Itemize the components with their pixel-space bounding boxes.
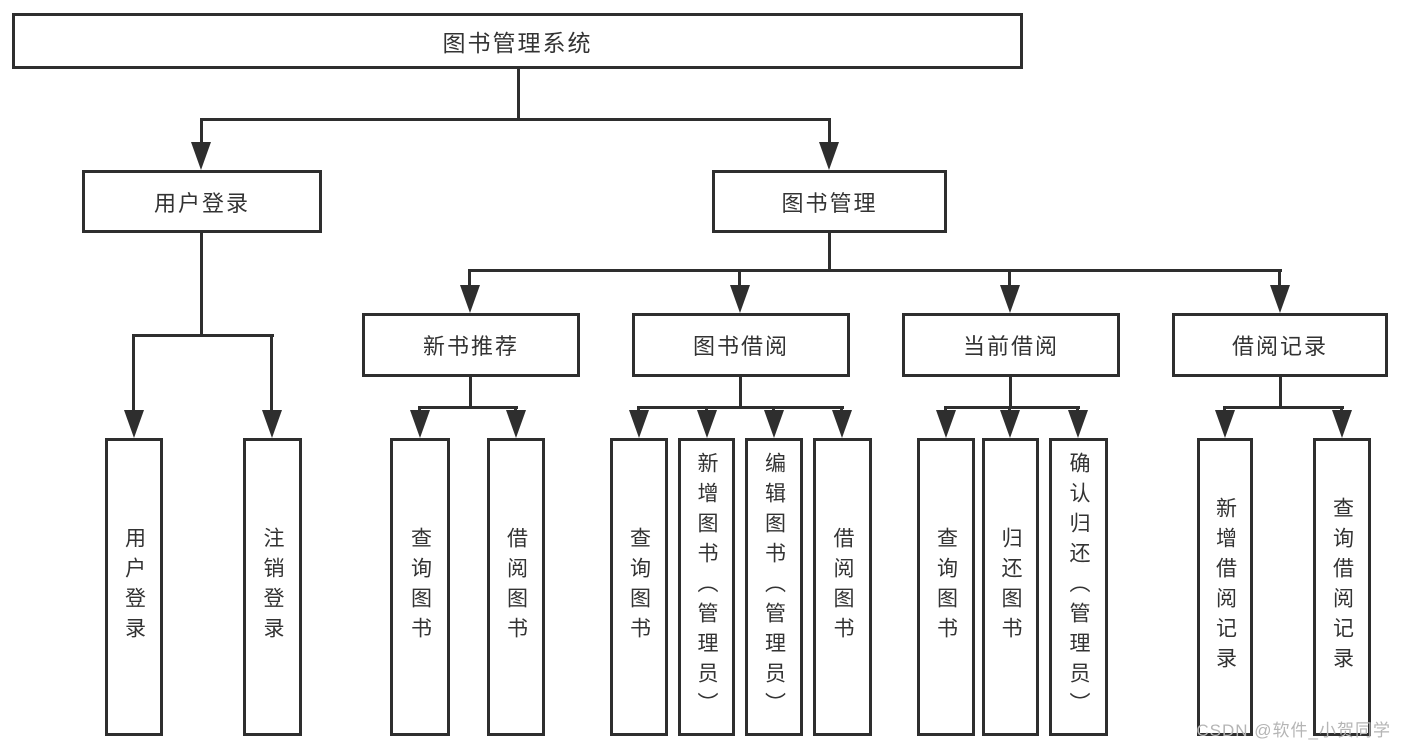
node-current-borrow-label: 当前借阅: [962, 334, 1059, 359]
connector-borrow-crossbar: [637, 406, 844, 409]
connector-newbook-stem: [469, 377, 472, 408]
arrowhead-to-new-book: [460, 285, 480, 313]
node-current-borrow: 当前借阅: [902, 313, 1120, 377]
leaf-user-login: 用户登录: [105, 438, 163, 736]
connector-root-drop-right: [828, 118, 831, 148]
node-borrow-records: 借阅记录: [1172, 313, 1388, 377]
connector-current-stem: [1009, 377, 1012, 408]
leaf-records-add-record-label: 新增借阅记录: [1213, 497, 1237, 677]
connector-mgmt-drop-1: [468, 269, 471, 289]
arrowhead-current-leaf-2: [1000, 410, 1020, 438]
connector-current-crossbar: [944, 406, 1080, 409]
connector-login-crossbar: [132, 334, 274, 337]
leaf-current-return-books-label: 归还图书: [999, 527, 1023, 647]
connector-login-drop-2: [270, 334, 273, 414]
leaf-logout-label: 注销登录: [261, 527, 285, 647]
arrowhead-to-current-borrow: [1000, 285, 1020, 313]
connector-borrow-stem: [739, 377, 742, 408]
arrowhead-borrow-leaf-2: [697, 410, 717, 438]
connector-root-stem: [517, 69, 520, 120]
arrowhead-records-leaf-1: [1215, 410, 1235, 438]
connector-login-drop-1: [132, 334, 135, 414]
leaf-borrow-query-books-label: 查询图书: [627, 527, 651, 647]
connector-root-drop-left: [200, 118, 203, 148]
node-book-borrow: 图书借阅: [632, 313, 850, 377]
node-borrow-records-label: 借阅记录: [1231, 334, 1328, 359]
leaf-records-query-record: 查询借阅记录: [1313, 438, 1371, 736]
arrowhead-to-logout-leaf: [262, 410, 282, 438]
connector-mgmt-drop-3: [1008, 269, 1011, 289]
arrowhead-to-login-leaf: [124, 410, 144, 438]
node-new-book-recommend-label: 新书推荐: [422, 334, 519, 359]
leaf-current-query-books-label: 查询图书: [934, 527, 958, 647]
arrowhead-borrow-leaf-3: [764, 410, 784, 438]
leaf-records-add-record: 新增借阅记录: [1197, 438, 1253, 736]
connector-login-stem: [200, 233, 203, 336]
connector-root-crossbar: [200, 118, 831, 121]
connector-records-stem: [1279, 377, 1282, 408]
leaf-newbook-borrow-books: 借阅图书: [487, 438, 545, 736]
connector-mgmt-stem: [828, 233, 831, 272]
arrowhead-newbook-leaf-1: [410, 410, 430, 438]
arrowhead-borrow-leaf-1: [629, 410, 649, 438]
leaf-user-login-label: 用户登录: [122, 527, 146, 647]
arrowhead-records-leaf-2: [1332, 410, 1352, 438]
arrowhead-newbook-leaf-2: [506, 410, 526, 438]
node-user-login-label: 用户登录: [153, 190, 250, 216]
arrowhead-to-book-management: [819, 142, 839, 170]
connector-mgmt-crossbar: [468, 269, 1282, 272]
node-root: 图书管理系统: [12, 13, 1023, 69]
leaf-newbook-query-books: 查询图书: [390, 438, 450, 736]
leaf-current-return-books: 归还图书: [982, 438, 1039, 736]
leaf-current-query-books: 查询图书: [917, 438, 975, 736]
arrowhead-to-borrow-records: [1270, 285, 1290, 313]
leaf-records-query-record-label: 查询借阅记录: [1330, 497, 1354, 677]
arrowhead-to-book-borrow: [730, 285, 750, 313]
leaf-borrow-edit-books-admin-label: 编辑图书（管理员）: [762, 452, 786, 722]
leaf-borrow-borrow-books: 借阅图书: [813, 438, 872, 736]
arrowhead-current-leaf-3: [1068, 410, 1088, 438]
csdn-watermark: CSDN @软件_小贺同学: [1196, 721, 1391, 740]
arrowhead-borrow-leaf-4: [832, 410, 852, 438]
connector-newbook-crossbar: [418, 406, 518, 409]
leaf-logout: 注销登录: [243, 438, 302, 736]
leaf-borrow-query-books: 查询图书: [610, 438, 668, 736]
node-root-label: 图书管理系统: [442, 30, 593, 56]
arrowhead-to-user-login: [191, 142, 211, 170]
leaf-newbook-query-books-label: 查询图书: [408, 527, 432, 647]
leaf-borrow-edit-books-admin: 编辑图书（管理员）: [745, 438, 803, 736]
leaf-newbook-borrow-books-label: 借阅图书: [504, 527, 528, 647]
node-book-management: 图书管理: [712, 170, 947, 233]
leaf-current-confirm-return-admin: 确认归还（管理员）: [1049, 438, 1108, 736]
leaf-current-confirm-return-admin-label: 确认归还（管理员）: [1067, 452, 1091, 722]
node-new-book-recommend: 新书推荐: [362, 313, 580, 377]
node-user-login: 用户登录: [82, 170, 322, 233]
node-book-borrow-label: 图书借阅: [692, 334, 789, 359]
leaf-borrow-borrow-books-label: 借阅图书: [831, 527, 855, 647]
connector-mgmt-drop-4: [1278, 269, 1281, 289]
connector-records-crossbar: [1223, 406, 1344, 409]
leaf-borrow-add-books-admin: 新增图书（管理员）: [678, 438, 735, 736]
connector-mgmt-drop-2: [738, 269, 741, 289]
arrowhead-current-leaf-1: [936, 410, 956, 438]
node-book-management-label: 图书管理: [781, 190, 878, 216]
leaf-borrow-add-books-admin-label: 新增图书（管理员）: [695, 452, 719, 722]
